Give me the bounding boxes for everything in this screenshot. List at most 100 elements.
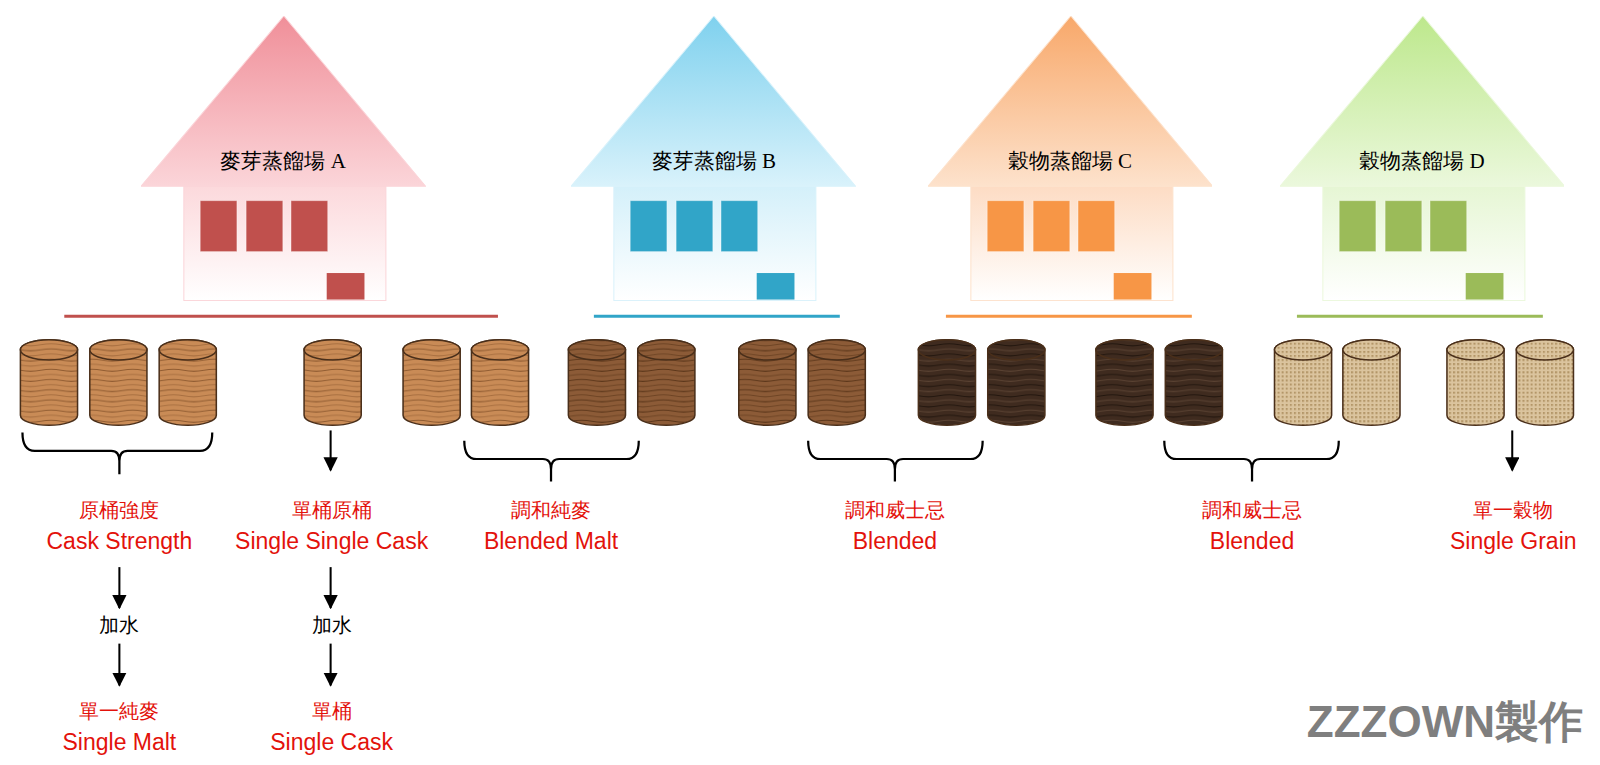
barrel [638, 340, 695, 426]
arrow [330, 644, 332, 686]
house-door [757, 273, 795, 300]
barrel-top [1165, 340, 1222, 360]
house-body [614, 187, 816, 301]
distillery-name: 麥芽蒸餾場 B [652, 147, 776, 175]
barrel-body [1165, 340, 1222, 426]
category-name-en: Single Cask [270, 730, 393, 755]
barrel-body [1516, 340, 1573, 426]
house-window [1033, 201, 1070, 252]
bracket [1164, 441, 1338, 482]
barrel-body [1274, 340, 1331, 426]
category-name-en: Cask Strength [47, 529, 193, 554]
process-step: 加水 [312, 614, 352, 636]
category-name-en: Blended [853, 529, 937, 554]
barrel [90, 340, 147, 426]
barrel-body [1343, 340, 1400, 426]
barrel-body [159, 340, 216, 426]
category-name-zh: 調和純麥 [511, 499, 591, 521]
category-name-zh: 調和威士忌 [1202, 499, 1302, 521]
house-body [184, 187, 386, 301]
barrel [304, 340, 361, 426]
arrow [118, 567, 120, 608]
barrel-top [20, 340, 77, 360]
barrel [1343, 340, 1400, 426]
distillery-name: 穀物蒸餾場 D [1359, 147, 1484, 175]
barrel [739, 340, 796, 426]
house-window [677, 201, 714, 252]
distillery-house: 穀物蒸餾場 C [928, 16, 1213, 301]
distillery-name: 穀物蒸餾場 C [1008, 147, 1132, 175]
barrel-top [1274, 340, 1331, 360]
category-name-zh: 單一穀物 [1473, 499, 1553, 521]
house-window [1430, 201, 1467, 252]
house-window [1078, 201, 1115, 252]
bracket [22, 432, 212, 474]
barrel [1274, 340, 1331, 426]
barrel-body [471, 340, 528, 426]
house-door [1113, 273, 1151, 300]
barrel-body [638, 340, 695, 426]
process-step: 加水 [99, 614, 139, 636]
house-roof [571, 16, 856, 186]
barrel [1516, 340, 1573, 426]
barrel-body [403, 340, 460, 426]
category-name-en: Single Single Cask [235, 529, 428, 554]
barrel [988, 340, 1045, 426]
house-door [1465, 273, 1503, 300]
arrow [1511, 430, 1513, 470]
house-roof [141, 16, 426, 186]
distillery-house: 麥芽蒸餾場 A [141, 16, 426, 301]
barrel-top [403, 340, 460, 360]
barrel-top [988, 340, 1045, 360]
ground-line [594, 315, 840, 318]
distillery-house: 穀物蒸餾場 D [1280, 16, 1565, 301]
ground-line [64, 315, 498, 318]
distillery-house: 麥芽蒸餾場 B [571, 16, 856, 301]
barrel [1447, 340, 1504, 426]
house-roof [928, 16, 1213, 186]
barrel-top [638, 340, 695, 360]
barrel-body [988, 340, 1045, 426]
house-window [721, 201, 758, 252]
barrel-body [1447, 340, 1504, 426]
barrel-top [1516, 340, 1573, 360]
category-name-zh: 原桶強度 [79, 499, 159, 521]
watermark: ZZZOWN製作 [1307, 698, 1583, 746]
ground-line [1297, 315, 1543, 318]
barrel [403, 340, 460, 426]
house-body [1322, 187, 1524, 301]
arrow [118, 644, 120, 686]
arrow [330, 567, 332, 608]
house-window [291, 201, 328, 252]
barrel-top [304, 340, 361, 360]
barrel-body [304, 340, 361, 426]
category-name-en: Single Malt [62, 730, 176, 755]
category-name-zh: 單一純麥 [79, 700, 159, 722]
category-name-en: Blended [1210, 529, 1294, 554]
barrel-body [739, 340, 796, 426]
house-window [631, 201, 668, 252]
barrel-top [1343, 340, 1400, 360]
house-roof [1280, 16, 1565, 186]
barrel-top [1447, 340, 1504, 360]
barrel-top [568, 340, 625, 360]
arrow [330, 430, 332, 470]
bracket [464, 441, 638, 482]
category-name-en: Single Grain [1450, 529, 1577, 554]
category-name-zh: 調和威士忌 [845, 499, 945, 521]
house-window [200, 201, 237, 252]
barrel [471, 340, 528, 426]
category-name-zh: 單桶原桶 [292, 499, 372, 521]
barrel [1096, 340, 1153, 426]
barrel [1165, 340, 1222, 426]
barrel [568, 340, 625, 426]
barrel-top [739, 340, 796, 360]
barrel-body [808, 340, 865, 426]
barrel [918, 340, 975, 426]
bracket [808, 441, 982, 482]
house-window [1339, 201, 1376, 252]
barrel [20, 340, 77, 426]
barrel-body [918, 340, 975, 426]
house-window [1385, 201, 1422, 252]
barrel-top [808, 340, 865, 360]
